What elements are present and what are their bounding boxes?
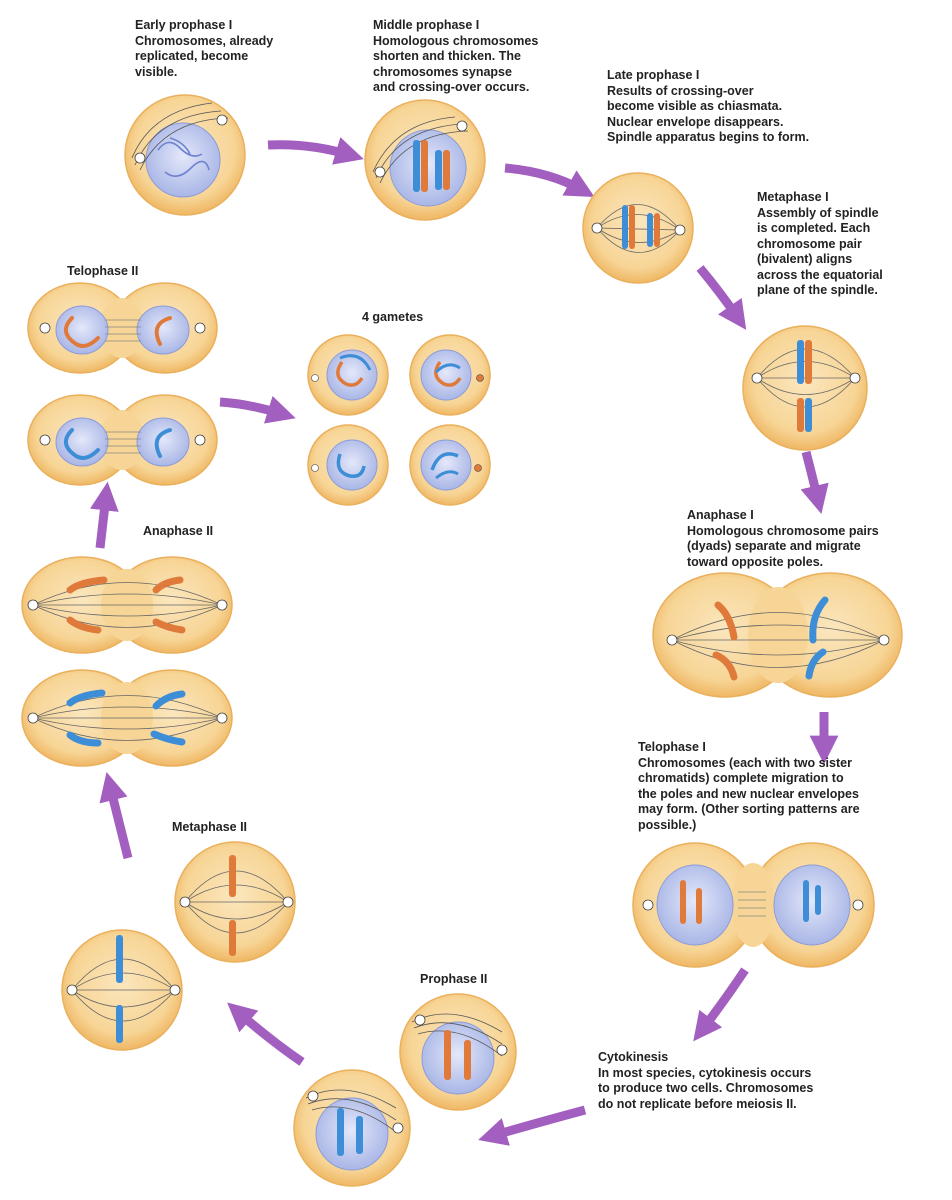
label-metaphase-ii: Metaphase II [172,820,247,836]
label-telophase-i: Telophase I Chromosomes (each with two s… [638,740,860,833]
cell-telophase-ii-second [27,394,218,486]
arrow-early-to-middle [267,137,364,165]
label-middle-prophase-i: Middle prophase I Homologous chromosomes… [373,18,538,96]
label-metaphase-i: Metaphase I Assembly of spindle is compl… [757,190,883,299]
cell-telophase-i [632,842,875,968]
stage-description: Chromosomes (each with two sister chroma… [638,755,860,832]
label-4-gametes: 4 gametes [362,310,423,326]
gamete-4 [409,424,491,506]
cell-early-prophase-i [124,94,246,216]
arrows [90,137,839,1146]
cell-late-prophase-i [582,172,694,284]
arrow-middle-to-late [504,163,595,198]
label-late-prophase-i: Late prophase I Results of crossing-over… [607,68,809,146]
cell-metaphase-i [742,325,868,451]
stage-description: Homologous chromosome pairs (dyads) sepa… [687,523,879,569]
cell-metaphase-ii [174,841,296,963]
arrow-metaphase-i-to-anaphase-i [800,450,829,515]
cell-middle-prophase-i [364,99,486,221]
stage-title: Telophase I [638,740,706,754]
stage-title: 4 gametes [362,310,424,324]
label-anaphase-i: Anaphase I Homologous chromosome pairs (… [687,508,879,570]
gamete-2 [409,334,491,416]
label-prophase-ii: Prophase II [420,972,487,988]
stage-title: Middle prophase I [373,18,480,32]
arrow-cytokinesis-to-prophase-ii [478,1105,587,1146]
cell-anaphase-ii [21,556,233,654]
label-early-prophase-i: Early prophase I Chromosomes, already re… [135,18,273,80]
stage-title: Metaphase I [757,190,829,204]
stage-title: Prophase II [420,972,488,986]
stage-title: Early prophase I [135,18,233,32]
cell-telophase-ii [27,282,218,374]
stage-description: Homologous chromosomes shorten and thick… [373,33,539,95]
cell-metaphase-ii-second [61,929,183,1051]
arrow-anaphase-ii-to-telophase-ii [90,481,119,549]
label-anaphase-ii: Anaphase II [143,524,213,540]
stage-title: Late prophase I [607,68,700,82]
stage-description: Chromosomes, already replicated, become … [135,33,274,79]
label-cytokinesis: Cytokinesis In most species, cytokinesis… [598,1050,813,1112]
gamete-1 [307,334,389,416]
stage-title: Metaphase II [172,820,248,834]
arrow-metaphase-ii-to-anaphase-ii [99,772,133,860]
stage-title: Anaphase II [143,524,214,538]
stage-title: Anaphase I [687,508,754,522]
gamete-3 [307,424,389,506]
cell-anaphase-i [652,572,903,698]
cell-anaphase-ii-second [21,669,233,767]
arrow-late-to-metaphase-i [696,265,747,330]
cell-prophase-ii-second [293,1069,411,1187]
arrow-telophase-i-to-cytokinesis [693,967,749,1042]
arrow-telophase-ii-to-gametes [219,395,296,424]
stage-description: Results of crossing-over become visible … [607,83,810,145]
label-telophase-ii: Telophase II [67,264,138,280]
stage-title: Telophase II [67,264,139,278]
stage-description: Assembly of spindle is completed. Each c… [757,205,883,298]
stage-title: Cytokinesis [598,1050,669,1064]
stage-description: In most species, cytokinesis occurs to p… [598,1065,814,1111]
arrow-prophase-ii-to-metaphase-ii [227,1002,305,1066]
cell-prophase-ii [399,993,517,1111]
